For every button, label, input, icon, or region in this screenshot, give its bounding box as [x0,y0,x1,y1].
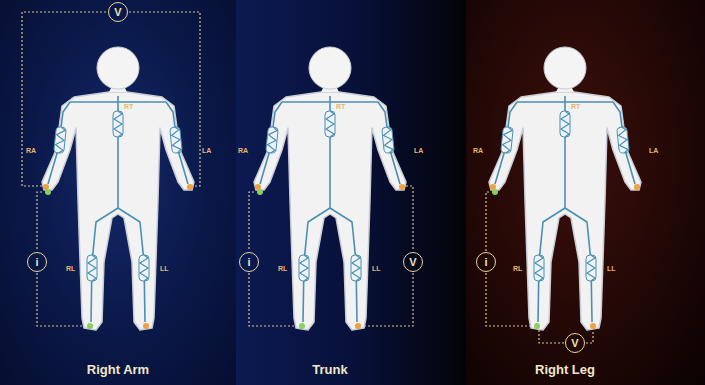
electrode [257,189,263,195]
electrode [634,184,640,190]
lead-wire [586,330,593,343]
segment-label: LA [202,147,211,154]
meter-circle: V [565,333,585,353]
body-outline [254,92,406,330]
meter-symbol: V [114,7,121,18]
meter-symbol: V [571,338,578,349]
head [544,47,586,89]
meter-circle: i [239,252,259,272]
segment-label: RL [66,265,75,272]
meter-circle: V [108,2,128,22]
segment-label: LA [414,147,423,154]
electrode [187,184,193,190]
segment-label: RT [571,103,580,110]
electrode [143,323,149,329]
electrode [45,189,51,195]
panel-caption: Right Arm [87,362,149,377]
resistor-symbol [170,127,183,154]
body-wire [517,101,613,103]
segment-label: RA [26,147,36,154]
human-figure [489,47,641,330]
panel: Right Leg iV [466,0,705,385]
segment-label: RA [473,147,483,154]
body-outline [489,92,641,330]
lead-wire [486,192,489,251]
body-wire [260,102,282,184]
head [97,47,139,89]
lead-wire [539,330,564,343]
meter-circle: i [476,252,496,272]
resistor-symbol [586,255,596,281]
segment-label: LL [372,265,381,272]
resistor-symbol [266,127,279,154]
segment-label: LA [649,147,658,154]
lead-wire [406,186,413,251]
electrode [87,323,93,329]
electrode [534,323,540,329]
resistor-symbol [382,127,395,154]
electrode [399,184,405,190]
human-figure [42,47,194,330]
body-wire [70,101,166,103]
panel-caption: Right Leg [535,362,595,377]
segment-label: RA [238,147,248,154]
body-wire [48,102,70,184]
meter-symbol: i [35,257,38,268]
segment-label: LL [607,265,616,272]
meter-circle: i [27,252,47,272]
resistor-symbol [351,255,361,281]
meter-circle: V [403,252,423,272]
electrode [590,323,596,329]
segment-label: LL [160,265,169,272]
resistor-symbol [501,127,514,154]
meter-symbol: i [247,257,250,268]
segment-label: RT [336,103,345,110]
lead-wire [37,192,42,251]
meter-symbol: i [484,257,487,268]
body-wire [166,102,188,184]
electrode [492,189,498,195]
body-wire [282,101,378,103]
resistor-symbol [534,255,544,281]
panel-caption: Trunk [312,362,347,377]
body-outline [42,92,194,330]
human-figure [254,47,406,330]
segment-label: RT [124,103,133,110]
body-wire [495,102,517,184]
resistor-symbol [54,127,67,154]
electrode [355,323,361,329]
segment-label: RL [278,265,287,272]
panel: Right Arm Vi [0,0,236,385]
resistor-symbol [87,255,97,281]
meter-symbol: V [409,257,416,268]
resistor-symbol [560,111,570,137]
electrode [299,323,305,329]
resistor-symbol [325,111,335,137]
panel: Trunk i V [236,0,466,385]
resistor-symbol [299,255,309,281]
resistor-symbol [139,255,149,281]
segment-label: RL [513,265,522,272]
body-wire [613,102,635,184]
resistor-symbol [617,127,630,154]
lead-wire [249,192,254,251]
body-wire [378,102,400,184]
resistor-symbol [113,111,123,137]
head [309,47,351,89]
